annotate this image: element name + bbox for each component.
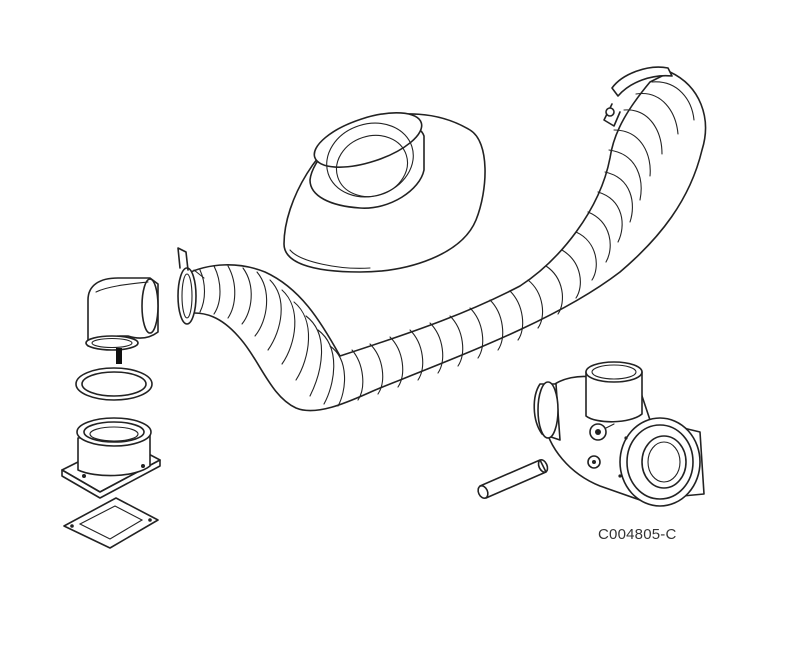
hose-clamp-icon	[177, 247, 205, 325]
pipe-stub-icon	[477, 459, 549, 500]
wall-rosette-icon	[283, 112, 486, 273]
elbow-connector-icon	[85, 277, 159, 364]
flexible-duct-icon	[183, 71, 707, 412]
hose-clamp-icon	[603, 66, 673, 127]
flange-adapter-icon	[61, 417, 161, 499]
gasket-icon	[63, 497, 159, 549]
reference-code-label: C004805-C	[598, 526, 677, 543]
o-ring-icon	[75, 367, 153, 401]
tee-fitting-icon	[533, 361, 705, 507]
